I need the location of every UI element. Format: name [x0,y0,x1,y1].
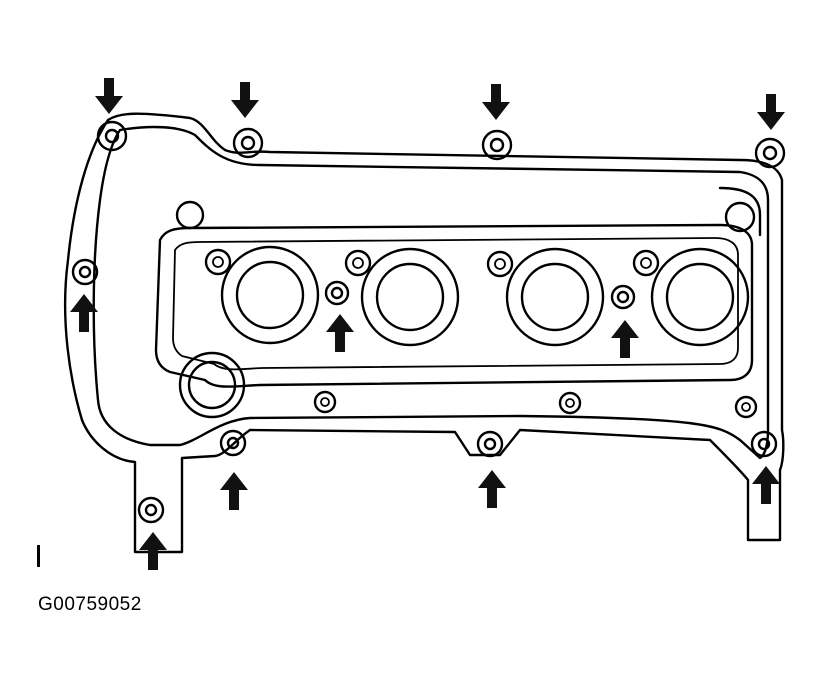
up-arrow-icon [478,470,506,508]
figure-id-label: G00759052 [38,594,142,615]
bolt-hole-4 [754,137,786,169]
gasket-channel [154,223,754,388]
bolt-hole-1 [96,120,128,152]
upper-right-rib [718,186,762,237]
down-arrow-icon [757,94,785,130]
up-arrow-icon [139,532,167,570]
locating-hole-right [724,201,756,233]
up-arrow-icon [752,466,780,504]
gasket-channel-inner [172,237,739,371]
up-arrow-icon [220,472,248,510]
bolt-hole-3 [481,129,513,161]
bolt-hole-7 [610,284,636,310]
plug-opening-1 [204,245,320,345]
bolt-hole-2 [232,127,264,159]
plug-opening-3 [486,247,605,347]
spark-plug-openings [204,245,750,347]
corner-tick-mark [37,545,40,567]
bolt-hole-10 [750,430,778,458]
oil-filler-inner [187,360,237,410]
down-arrow-icon [482,84,510,120]
locating-hole-left [175,200,205,230]
cover-inner-outline [92,125,770,460]
down-arrows [95,78,785,130]
bolt-hole-6 [324,280,350,306]
plug-opening-4 [632,247,750,347]
up-arrows [70,294,780,570]
bolt-hole-11 [137,496,165,524]
bolt-hole-5 [71,258,99,286]
up-arrow-icon [326,314,354,352]
down-arrow-icon [95,78,123,114]
up-arrow-icon [70,294,98,332]
oil-filler-opening [178,351,246,419]
plug-opening-2 [344,247,460,347]
bolt-holes [71,120,786,524]
down-arrow-icon [231,82,259,118]
bolt-hole-8 [219,429,247,457]
up-arrow-icon [611,320,639,358]
bolt-hole-9 [476,430,504,458]
plain-holes [313,390,758,419]
cover-outer-outline [63,112,785,554]
